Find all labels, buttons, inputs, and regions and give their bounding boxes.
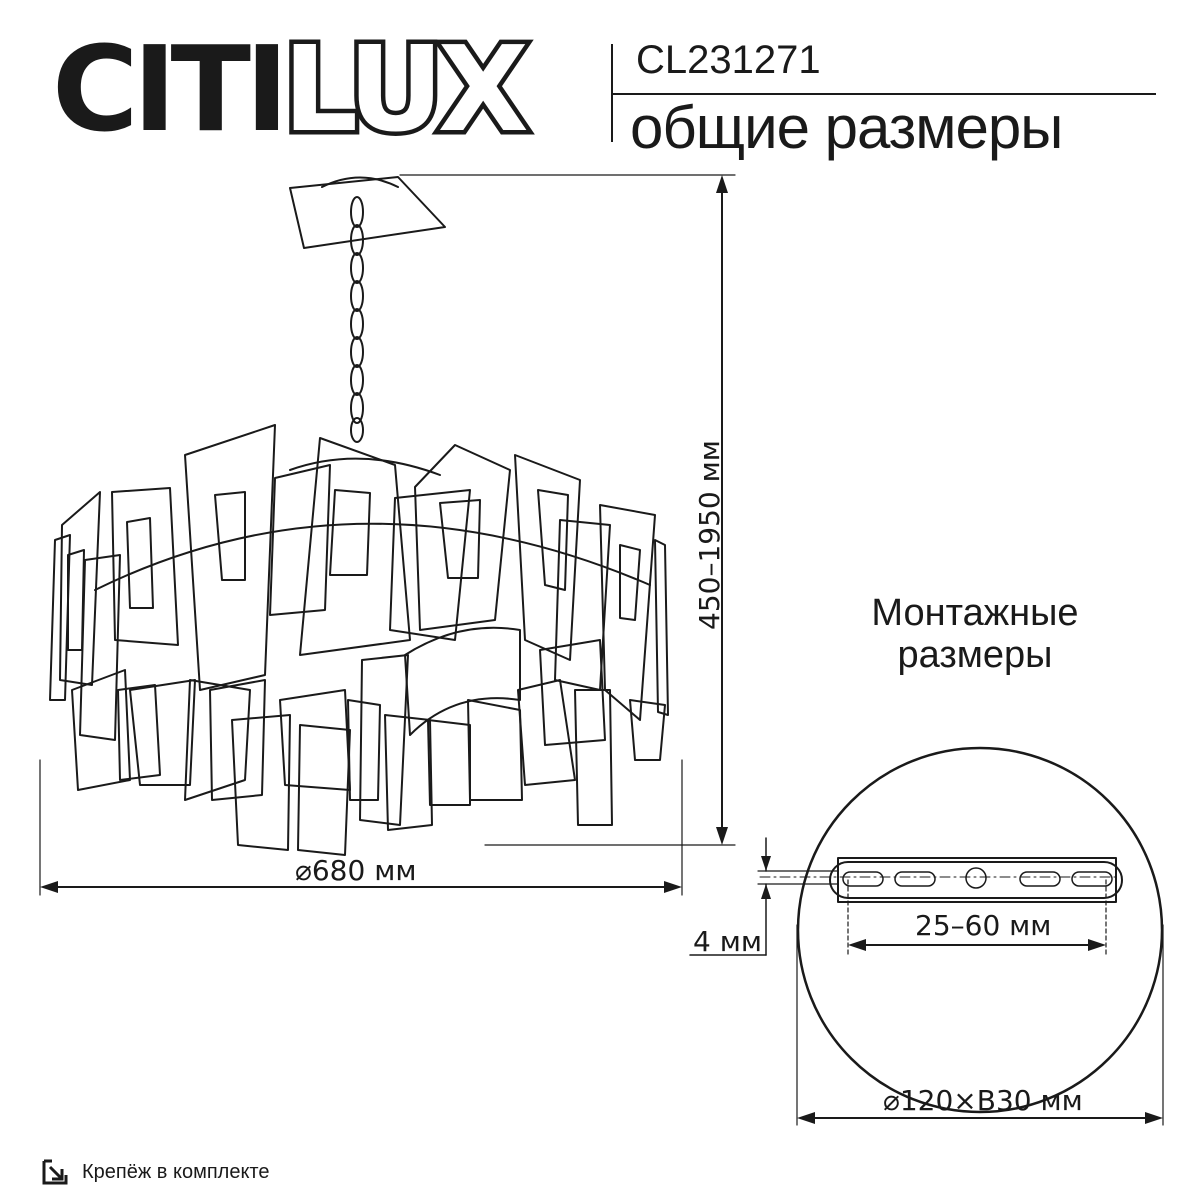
diameter-dimension-label: ⌀680 мм: [295, 854, 417, 887]
base-diameter-dimension-line: [796, 924, 1164, 1126]
height-dimension-label: 450–1950 мм: [693, 440, 726, 630]
brand-logo-lux: LUX: [278, 20, 533, 158]
mounting-kit-note: Крепёж в комплекте: [40, 1157, 269, 1187]
brand-logo-citi: CITI: [52, 20, 289, 158]
mounting-title-line1: Монтажные: [871, 592, 1079, 634]
model-number: CL231271: [636, 38, 821, 82]
bar-span-dimension-label: 25–60 мм: [915, 909, 1052, 942]
suspension-chain: [350, 196, 364, 443]
header-horizontal-divider: [611, 93, 1156, 95]
bar-span-dimension-line: [847, 879, 1107, 956]
ceiling-canopy: [289, 176, 446, 249]
chandelier-body: [49, 424, 669, 856]
mounting-dimensions-title: Монтажные размеры: [810, 592, 1140, 677]
thickness-dimension-line: [689, 837, 839, 956]
diameter-dimension-line: [39, 759, 683, 896]
mounting-title-line2: размеры: [897, 633, 1053, 676]
base-size-dimension-label: ⌀120×В30 мм: [883, 1084, 1083, 1117]
height-dimension-line: [399, 174, 736, 846]
thickness-dimension-label: 4 мм: [693, 925, 762, 958]
download-box-icon: [42, 1159, 68, 1185]
mounting-kit-text: Крепёж в комплекте: [82, 1160, 270, 1183]
page-title: общие размеры: [630, 94, 1063, 161]
brand-logo: CITILUX: [52, 26, 533, 153]
mounting-base: [759, 746, 1164, 1114]
